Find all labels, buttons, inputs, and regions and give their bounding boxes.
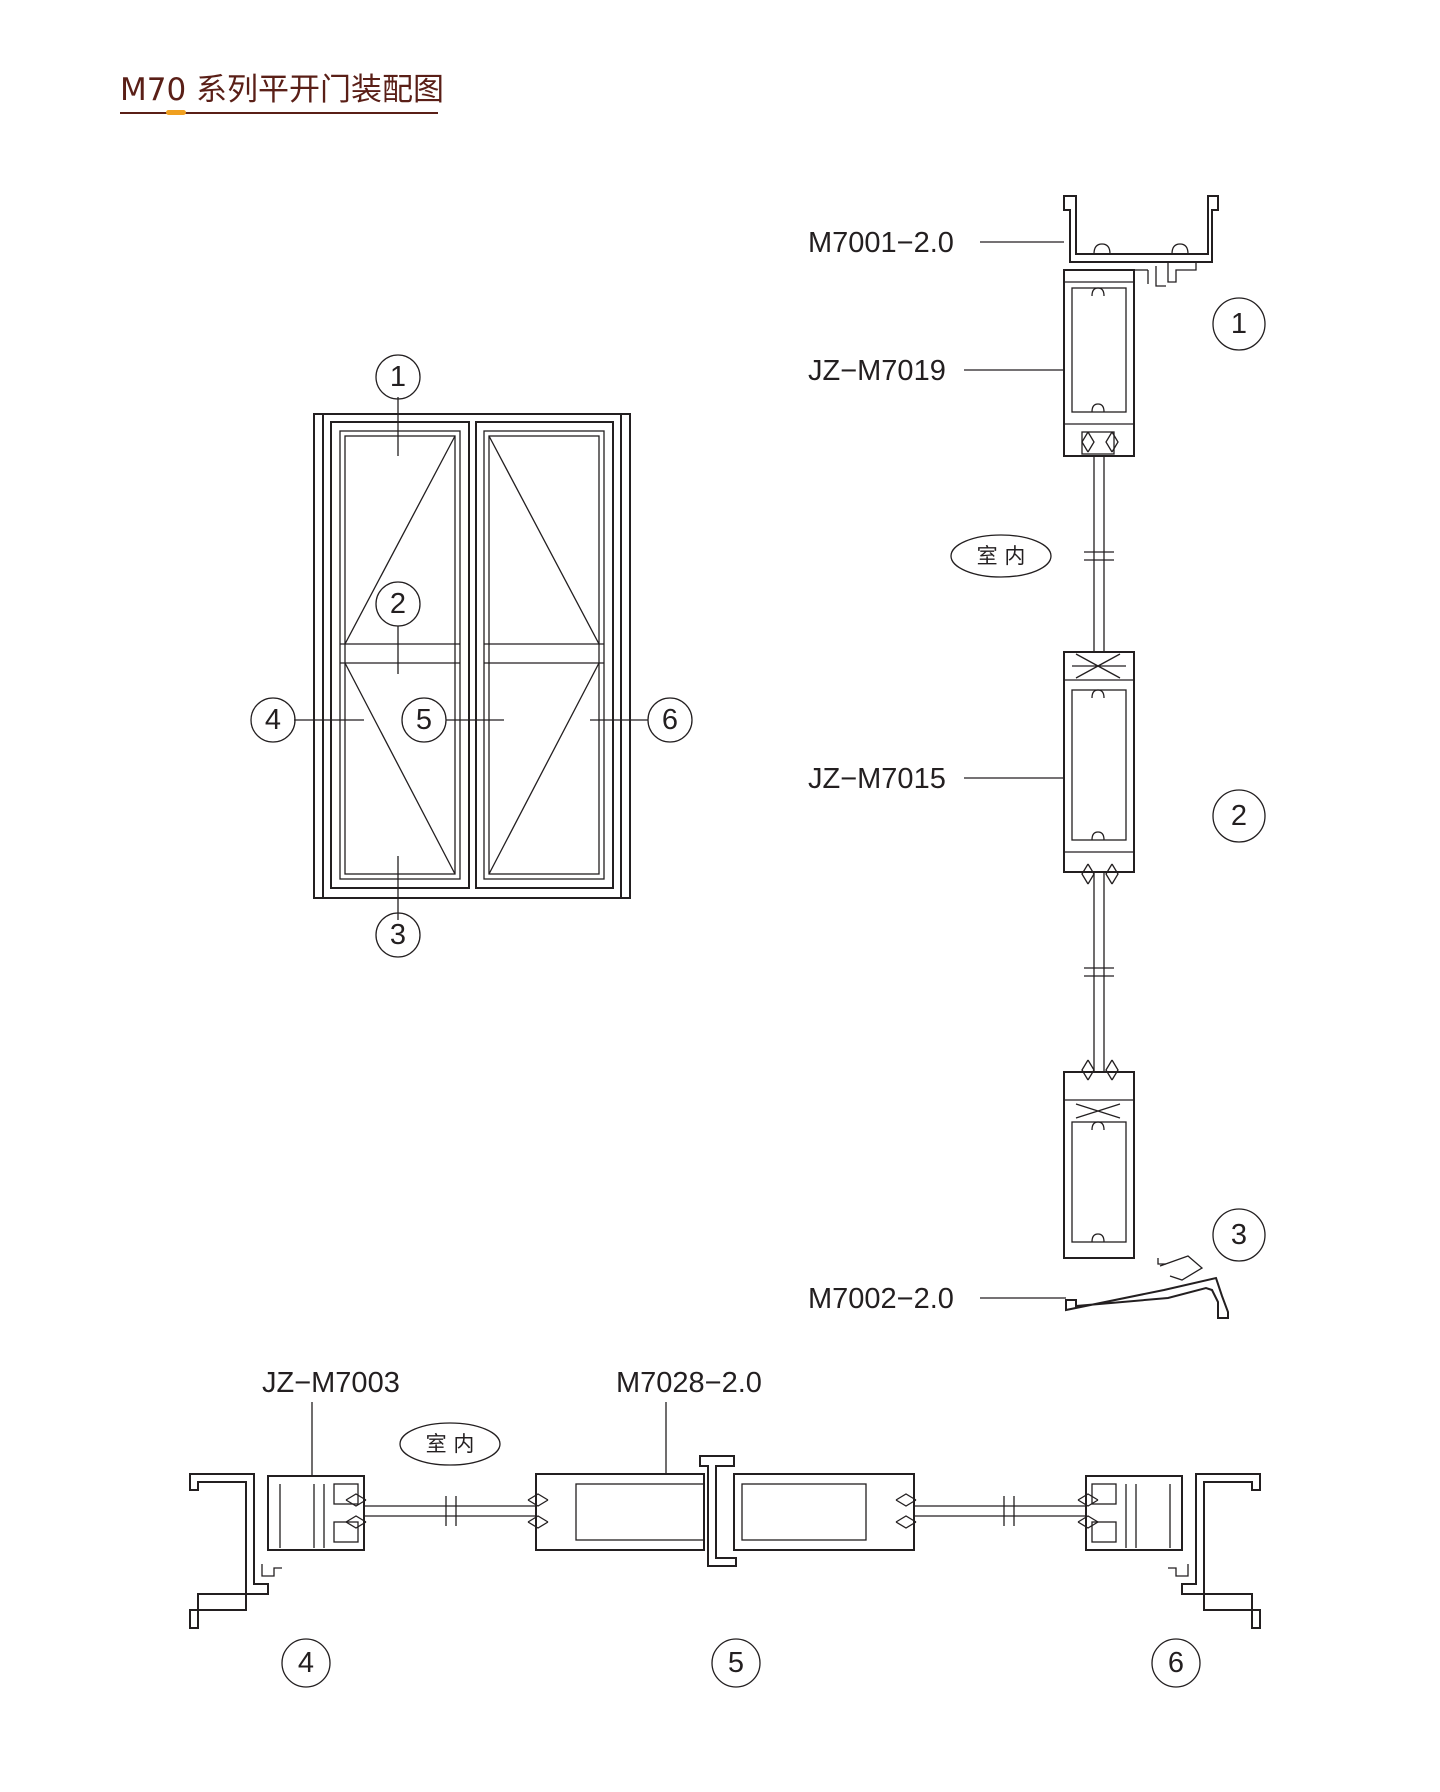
svg-text:室 内: 室 内 [977, 544, 1026, 568]
page-title: M70 系列平开门装配图 [120, 72, 445, 108]
vertical-section [1063, 195, 1229, 1319]
marker-2-elevation: 2 [375, 581, 421, 627]
marker-5-section: 5 [711, 1638, 761, 1688]
svg-text:3: 3 [390, 919, 406, 951]
label-jz-m7015: JZ−M7015 [808, 763, 946, 795]
door-elevation [313, 413, 631, 899]
vertical-gaskets [1081, 431, 1119, 1081]
marker-2-section: 2 [1212, 789, 1266, 843]
svg-text:3: 3 [1231, 1219, 1247, 1251]
indoor-badge-vertical: 室 内 [950, 534, 1052, 578]
marker-6-section: 6 [1151, 1638, 1201, 1688]
title-accent-mark [166, 110, 186, 115]
marker-5-elevation: 5 [401, 697, 447, 743]
label-m7002: M7002−2.0 [808, 1283, 954, 1315]
label-m7028: M7028−2.0 [616, 1367, 762, 1399]
horizontal-section [189, 1455, 1261, 1629]
svg-text:室 内: 室 内 [426, 1432, 475, 1456]
svg-text:4: 4 [298, 1647, 314, 1679]
marker-4-section: 4 [281, 1638, 331, 1688]
svg-text:6: 6 [662, 704, 678, 736]
svg-text:6: 6 [1168, 1647, 1184, 1679]
indoor-badge-horizontal: 室 内 [399, 1422, 501, 1466]
svg-text:1: 1 [1231, 308, 1247, 340]
svg-text:1: 1 [390, 361, 406, 393]
svg-text:4: 4 [265, 704, 281, 736]
svg-text:2: 2 [390, 588, 406, 620]
page-title-block: M70 系列平开门装配图 [120, 72, 445, 115]
marker-1-section: 1 [1212, 297, 1266, 351]
marker-4-elevation: 4 [250, 697, 296, 743]
marker-3-elevation: 3 [375, 912, 421, 958]
svg-text:5: 5 [728, 1647, 744, 1679]
marker-3-section: 3 [1212, 1208, 1266, 1262]
title-underline [120, 112, 438, 114]
elevation-leaders [294, 397, 648, 920]
horizontal-gaskets [345, 1493, 1099, 1529]
label-jz-m7019: JZ−M7019 [808, 355, 946, 387]
marker-6-elevation: 6 [647, 697, 693, 743]
horizontal-labels: JZ−M7003 M7028−2.0 [262, 1367, 762, 1476]
label-jz-m7003: JZ−M7003 [262, 1367, 400, 1399]
svg-text:5: 5 [416, 704, 432, 736]
vertical-labels: M7001−2.0 JZ−M7019 JZ−M7015 M7002−2.0 [808, 227, 1066, 1315]
svg-text:2: 2 [1231, 800, 1247, 832]
label-m7001: M7001−2.0 [808, 227, 954, 259]
marker-1-elevation: 1 [375, 354, 421, 400]
